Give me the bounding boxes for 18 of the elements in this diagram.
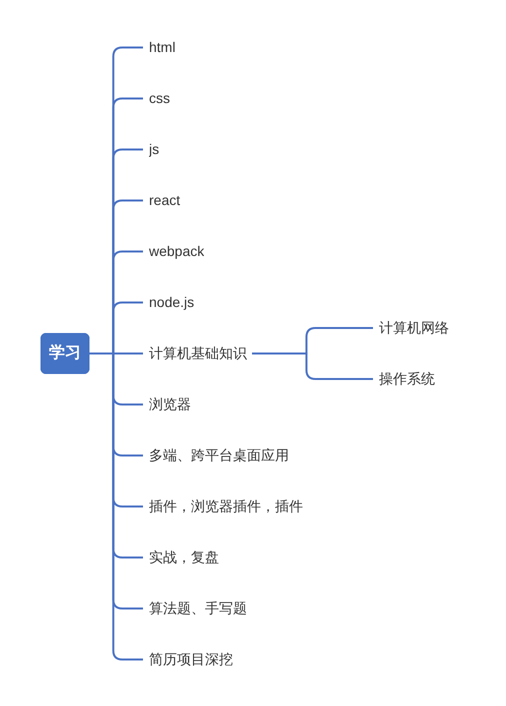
topic-label: 算法题、手写题 — [149, 600, 247, 616]
topic-label: css — [149, 90, 170, 106]
topic-label: 简历项目深挖 — [149, 650, 233, 666]
topic-label: js — [149, 140, 160, 156]
topic-label: 插件，浏览器插件，插件 — [149, 498, 303, 514]
branch-line — [252, 352, 373, 380]
topic-label: 多端、跨平台桌面应用 — [149, 446, 289, 462]
topic-label: 浏览器 — [149, 396, 191, 412]
branch-line — [89, 352, 143, 660]
topic-label: node.js — [149, 294, 194, 310]
topic-label: 计算机网络 — [379, 319, 449, 335]
topic-label: react — [149, 192, 180, 208]
topic-label: 计算机基础知识 — [149, 344, 247, 360]
topic-label: 实战，复盘 — [149, 548, 219, 564]
root-node: 学习 — [40, 332, 90, 374]
topic-label: html — [149, 38, 176, 54]
topic-label: 操作系统 — [379, 370, 435, 386]
topic-label: webpack — [149, 242, 204, 258]
